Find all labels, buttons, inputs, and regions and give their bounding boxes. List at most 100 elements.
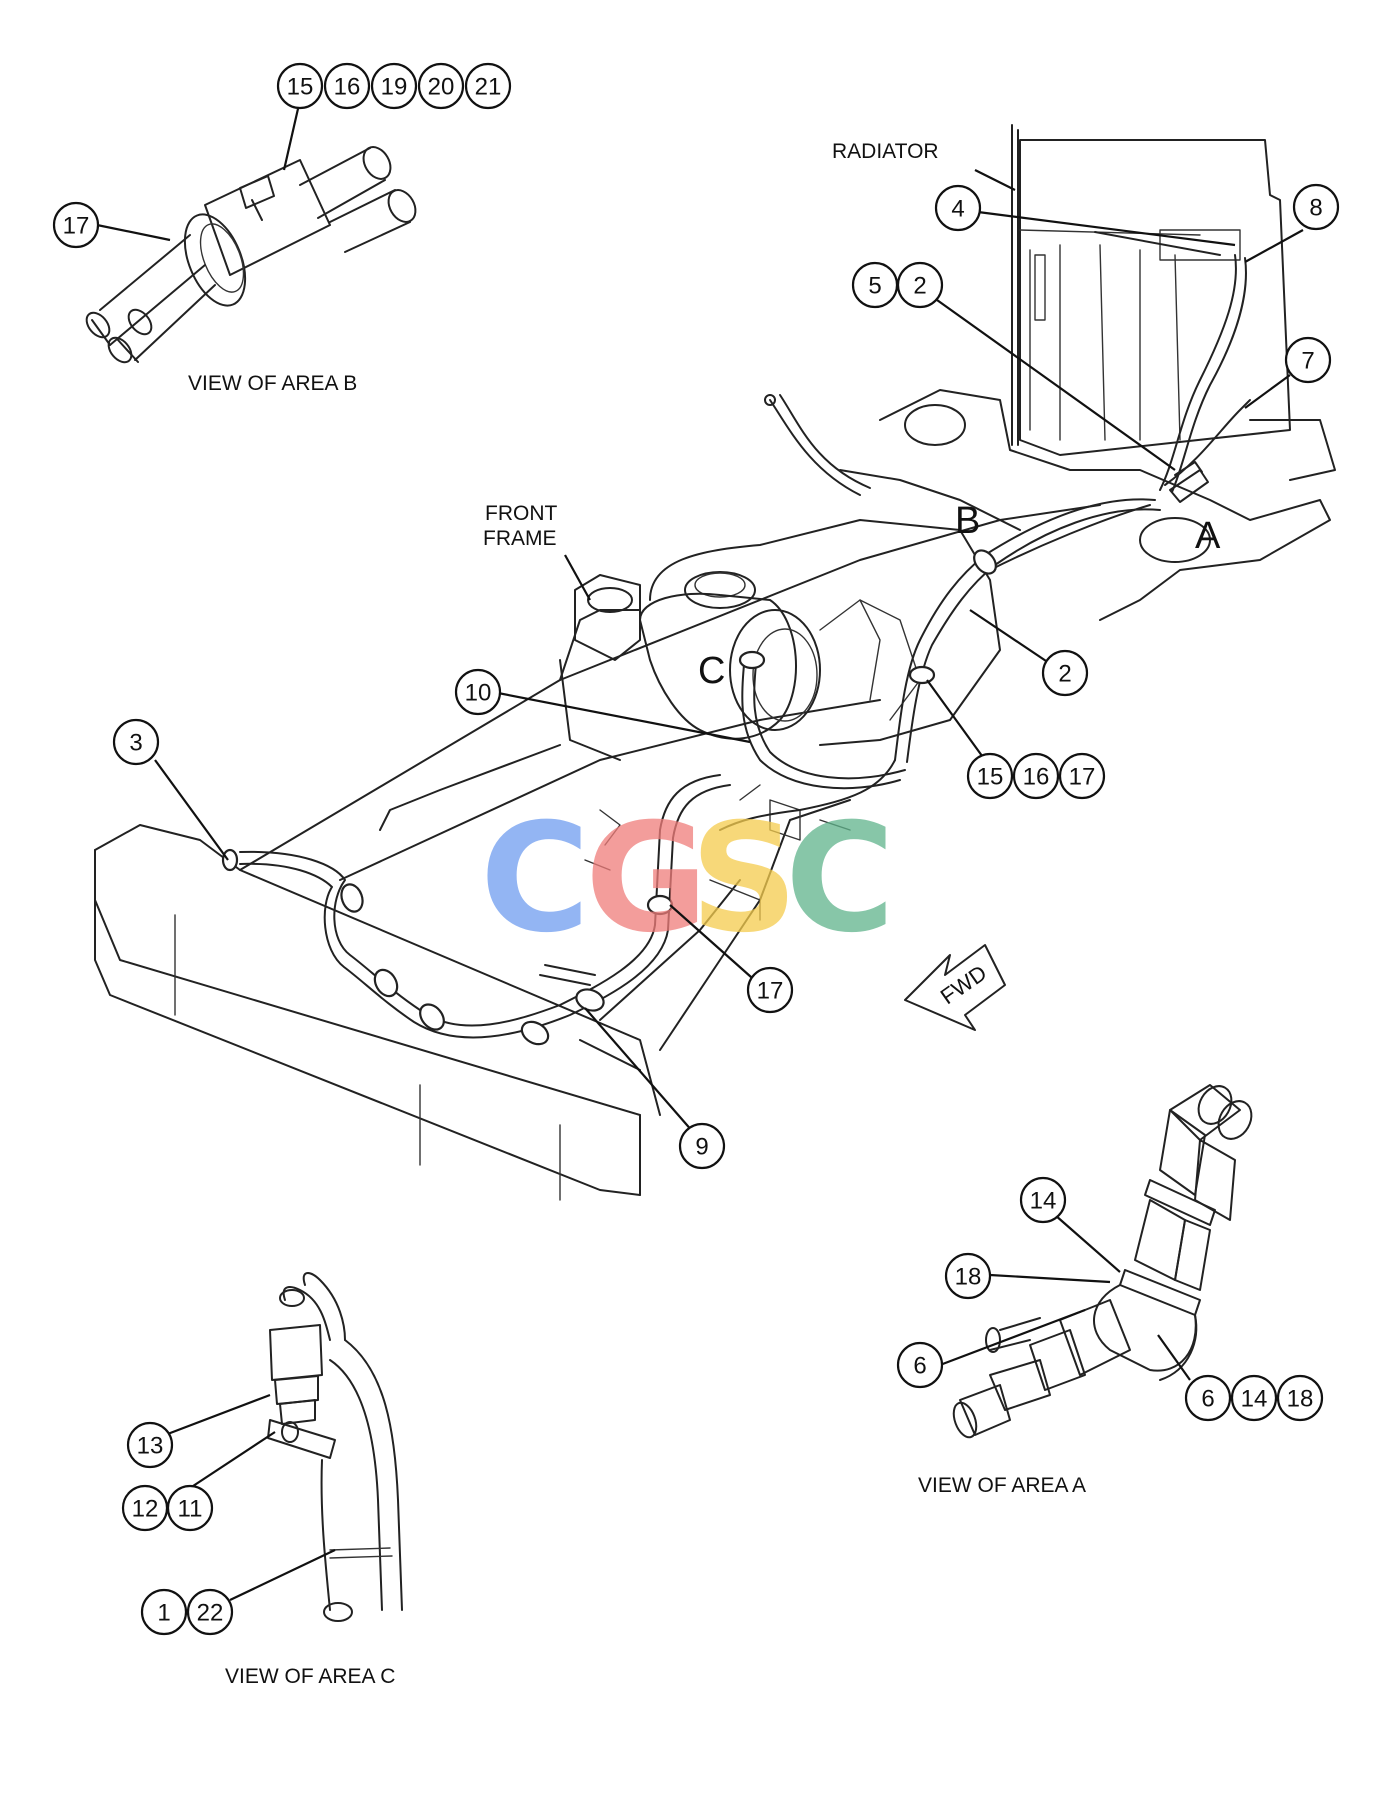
callout-c17b: 17 — [746, 966, 794, 1014]
callout-circle — [1276, 1374, 1324, 1422]
callout-circle — [1284, 336, 1332, 384]
callout-number: 6 — [913, 1353, 926, 1380]
callout-circle — [140, 1588, 188, 1636]
callout-circle — [464, 62, 512, 110]
callout-number: 3 — [129, 730, 142, 757]
callout-number: 18 — [1287, 1386, 1314, 1413]
callout-number: 15 — [977, 764, 1004, 791]
callout-circle — [1019, 1176, 1067, 1224]
watermark: C G S C — [480, 792, 895, 966]
callout-circle — [417, 62, 465, 110]
callout-v_a_6b: 6 — [1184, 1374, 1232, 1422]
callout-circle — [52, 201, 100, 249]
callout-circle — [276, 62, 324, 110]
callout-v_c_22: 22 — [186, 1588, 234, 1636]
callout-v_b_17: 17 — [52, 201, 100, 249]
callout-number: 9 — [695, 1134, 708, 1161]
callout-c15: 15 — [966, 752, 1014, 800]
callout-circle — [166, 1484, 214, 1532]
callout-circle — [1058, 752, 1106, 800]
watermark-letter-1: C — [480, 792, 590, 966]
callout-number: 17 — [1069, 764, 1096, 791]
callout-c10: 10 — [454, 668, 502, 716]
callout-circle — [934, 184, 982, 232]
callout-c3: 3 — [112, 718, 160, 766]
front-frame-assembly — [94, 389, 1331, 1201]
radiator-label: RADIATOR — [832, 140, 939, 163]
callout-v_b_15: 15 — [276, 62, 324, 110]
callout-number: 4 — [951, 196, 964, 223]
hose-routing — [221, 231, 1251, 1071]
callout-c4: 4 — [934, 184, 982, 232]
callout-number: 22 — [197, 1600, 224, 1627]
callout-number: 18 — [955, 1264, 982, 1291]
callout-number: 19 — [381, 74, 408, 101]
leader-lines — [154, 210, 1304, 1141]
callout-v_b_21: 21 — [464, 62, 512, 110]
callout-v_a_18b: 18 — [1276, 1374, 1324, 1422]
view-b-title: VIEW OF AREA B — [188, 372, 357, 395]
callout-c9: 9 — [678, 1122, 726, 1170]
callout-c7: 7 — [1284, 336, 1332, 384]
callout-v_a_14: 14 — [1019, 1176, 1067, 1224]
callout-number: 17 — [63, 213, 90, 240]
watermark-letter-4: C — [785, 792, 895, 966]
callout-number: 1 — [157, 1600, 170, 1627]
callout-circle — [323, 62, 371, 110]
callout-number: 16 — [1023, 764, 1050, 791]
callout-number: 11 — [178, 1496, 203, 1523]
callout-circle — [1041, 649, 1089, 697]
callout-number: 10 — [465, 680, 492, 707]
callout-c5: 5 — [851, 261, 899, 309]
callout-number: 7 — [1301, 348, 1314, 375]
callout-v_c_13: 13 — [126, 1421, 174, 1469]
callout-c16: 16 — [1012, 752, 1060, 800]
view-a-title: VIEW OF AREA A — [918, 1474, 1086, 1497]
callout-c2a: 2 — [896, 261, 944, 309]
callout-circle — [370, 62, 418, 110]
callout-circle — [126, 1421, 174, 1469]
callout-number: 21 — [475, 74, 502, 101]
callout-circle — [896, 261, 944, 309]
callout-number: 6 — [1201, 1386, 1214, 1413]
front-frame-label-line2: FRAME — [483, 527, 557, 550]
callout-circle — [454, 668, 502, 716]
watermark-letter-3: S — [690, 792, 798, 966]
callout-circle — [944, 1252, 992, 1300]
callout-circle — [896, 1341, 944, 1389]
callout-circle — [746, 966, 794, 1014]
callout-number: 16 — [334, 74, 361, 101]
callout-number: 2 — [1058, 661, 1071, 688]
callout-circle — [966, 752, 1014, 800]
callout-v_a_18: 18 — [944, 1252, 992, 1300]
callout-circle — [1230, 1374, 1278, 1422]
callout-number: 12 — [132, 1496, 159, 1523]
callout-v_b_16: 16 — [323, 62, 371, 110]
callout-v_c_1: 1 — [140, 1588, 188, 1636]
callout-c2b: 2 — [1041, 649, 1089, 697]
callout-number: 5 — [868, 273, 881, 300]
callout-number: 14 — [1241, 1386, 1268, 1413]
view-of-area-c-detail: VIEW OF AREA C — [164, 1272, 403, 1688]
callout-v_c_11: 11 — [166, 1484, 214, 1532]
callout-number: 8 — [1309, 195, 1322, 222]
callout-number: 13 — [137, 1433, 164, 1460]
callout-circle — [1012, 752, 1060, 800]
callout-circle — [112, 718, 160, 766]
callout-number: 17 — [757, 978, 784, 1005]
view-of-area-a-detail: VIEW OF AREA A — [918, 1084, 1253, 1497]
area-a-label: A — [1195, 515, 1221, 557]
callout-number: 2 — [913, 273, 926, 300]
callout-number: 14 — [1030, 1188, 1057, 1215]
radiator: RADIATOR — [832, 124, 1336, 481]
callout-v_b_20: 20 — [417, 62, 465, 110]
callout-v_c_12: 12 — [121, 1484, 169, 1532]
callout-c8: 8 — [1292, 183, 1340, 231]
callout-number: 20 — [428, 74, 455, 101]
callout-circle — [1292, 183, 1340, 231]
callout-circle — [186, 1588, 234, 1636]
front-frame-label-line1: FRONT — [485, 502, 557, 525]
callout-v_b_19: 19 — [370, 62, 418, 110]
view-c-title: VIEW OF AREA C — [225, 1665, 395, 1688]
callout-v_a_6: 6 — [896, 1341, 944, 1389]
